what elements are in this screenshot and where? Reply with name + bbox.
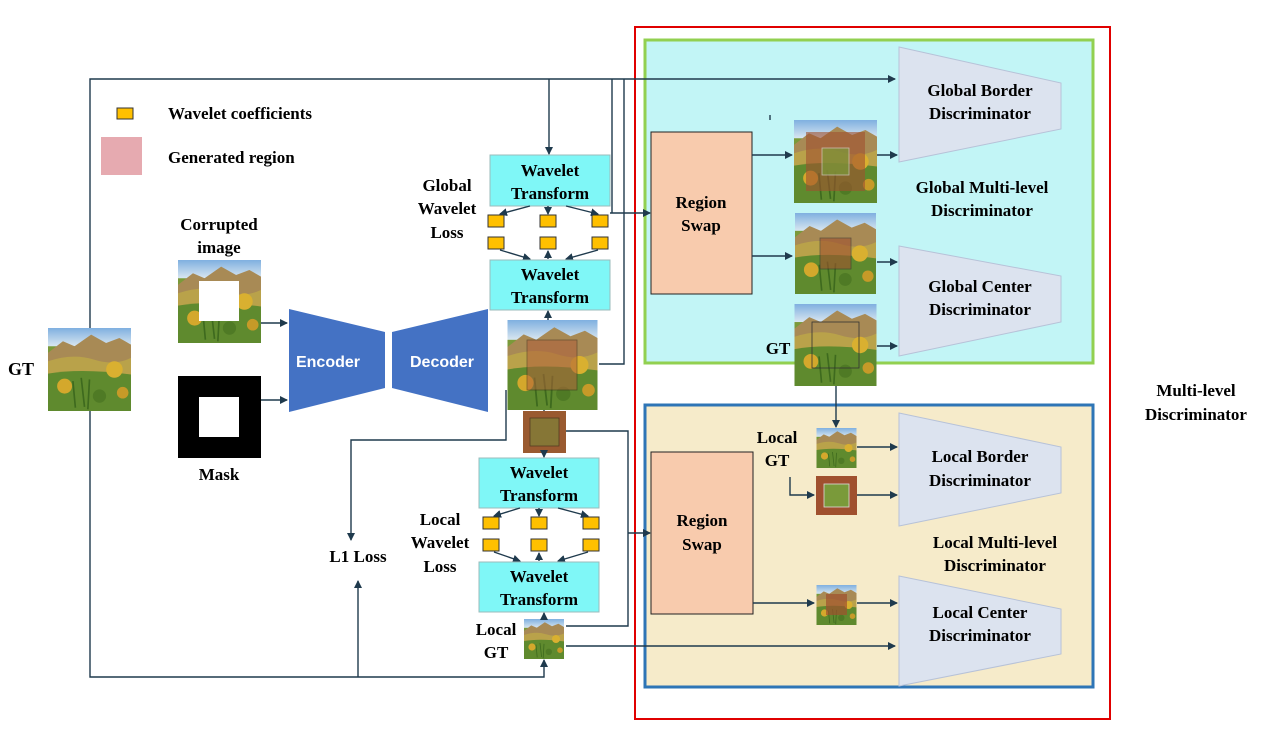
global-border-label-1: Global Border	[927, 81, 1033, 100]
global-panel-gt-label: GT	[766, 339, 791, 358]
wavelet-coefficient-legend-swatch	[116, 107, 134, 120]
global-border-label-2: Discriminator	[929, 104, 1031, 123]
local-swap-image-2	[817, 585, 857, 625]
encoder-label: Encoder	[296, 354, 360, 371]
local-wavelet-transform-top	[478, 457, 600, 509]
local-center-discriminator	[898, 575, 1062, 687]
output-image	[508, 320, 598, 410]
global-swap-image-1	[794, 120, 877, 203]
global-border-discriminator	[898, 46, 1062, 163]
global-wavelet-loss-2: Wavelet	[418, 199, 477, 218]
decoder-block	[392, 309, 488, 412]
global-panel-title-2: Discriminator	[931, 201, 1033, 220]
wavelet-ltop-label-1: Wavelet	[510, 463, 569, 482]
global-swap-image-2	[795, 213, 876, 294]
local-gt-bottom-image	[524, 619, 564, 659]
gt-label: GT	[8, 359, 34, 379]
wavelet-ltop-label-2: Transform	[500, 486, 578, 505]
global-panel-title-1: Global Multi-level	[916, 178, 1049, 197]
global-center-discriminator	[898, 245, 1062, 357]
gt-image	[48, 328, 131, 411]
mask-label: Mask	[199, 465, 240, 484]
local-wavelet-loss-1: Local	[420, 510, 461, 529]
global-wavelet-loss-1: Global	[422, 176, 471, 195]
local-panel-gt-label-2: GT	[765, 451, 790, 470]
global-region-swap-label-2: Swap	[681, 216, 721, 235]
local-coefficient-arrows	[493, 507, 589, 563]
local-swap-image-1	[816, 476, 857, 515]
global-gt-image	[795, 304, 877, 386]
wavelet-lbottom-label-2: Transform	[500, 590, 578, 609]
local-panel-title-2: Discriminator	[944, 556, 1046, 575]
mask-image	[178, 376, 261, 458]
global-region-swap-label-1: Region	[676, 193, 728, 212]
local-wavelet-transform-bottom	[478, 561, 600, 613]
legend-generated-region: Generated region	[168, 148, 295, 167]
local-wavelet-loss-2: Wavelet	[411, 533, 470, 552]
local-panel-gt-image	[817, 428, 857, 468]
global-center-label-1: Global Center	[928, 277, 1032, 296]
global-wavelet-transform-top	[489, 154, 611, 207]
local-border-label-1: Local Border	[932, 447, 1029, 466]
local-coefficients	[482, 516, 600, 552]
local-border-label-2: Discriminator	[929, 471, 1031, 490]
global-coefficients	[487, 214, 609, 250]
wavelet-top-label-1: Wavelet	[521, 161, 580, 180]
local-swap-to-img1-wire	[789, 477, 815, 499]
gt-bottom-wire	[89, 411, 548, 678]
multi-level-label-2: Discriminator	[1145, 405, 1247, 424]
local-center-label-2: Discriminator	[929, 626, 1031, 645]
local-panel-gt-label-1: Local	[757, 428, 798, 447]
corrupted-image	[178, 260, 261, 343]
local-region-swap	[650, 451, 754, 615]
output-to-l1-wire	[347, 390, 507, 541]
patch-to-local-swap-wire	[566, 430, 629, 627]
global-center-label-2: Discriminator	[929, 300, 1031, 319]
local-region-swap-label-1: Region	[677, 511, 729, 530]
legend-wavelet-coefficients: Wavelet coefficients	[168, 104, 312, 123]
encoder-block	[289, 309, 385, 412]
wavelet-gbottom-label-1: Wavelet	[521, 265, 580, 284]
global-coefficient-arrows	[499, 205, 599, 261]
generated-region-legend-swatch	[101, 137, 142, 175]
global-wavelet-transform-bottom	[489, 259, 611, 311]
local-gt-bottom-label-2: GT	[484, 643, 509, 662]
global-region-swap	[650, 131, 753, 295]
local-panel-title-1: Local Multi-level	[933, 533, 1057, 552]
wavelet-gbottom-label-2: Transform	[511, 288, 589, 307]
local-gt-bottom-label-1: Local	[476, 620, 517, 639]
multi-level-frame	[634, 26, 1111, 720]
wavelet-top-label-2: Transform	[511, 184, 589, 203]
wavelet-lbottom-label-1: Wavelet	[510, 567, 569, 586]
local-border-discriminator	[898, 412, 1062, 527]
gt-to-global-border-wire	[89, 75, 896, 328]
local-wavelet-loss-3: Loss	[423, 557, 456, 576]
decoder-label: Decoder	[410, 354, 474, 371]
output-local-patch	[523, 411, 566, 453]
l1-loss-label: L1 Loss	[329, 547, 387, 566]
corrupted-image-label-2: image	[197, 238, 241, 257]
output-to-global-swap-wire	[599, 79, 625, 365]
local-center-label-1: Local Center	[933, 603, 1028, 622]
multi-level-label-1: Multi-level	[1156, 381, 1236, 400]
local-region-swap-label-2: Swap	[682, 535, 722, 554]
corrupted-image-label-1: Corrupted	[180, 215, 258, 234]
global-wavelet-loss-3: Loss	[430, 223, 463, 242]
